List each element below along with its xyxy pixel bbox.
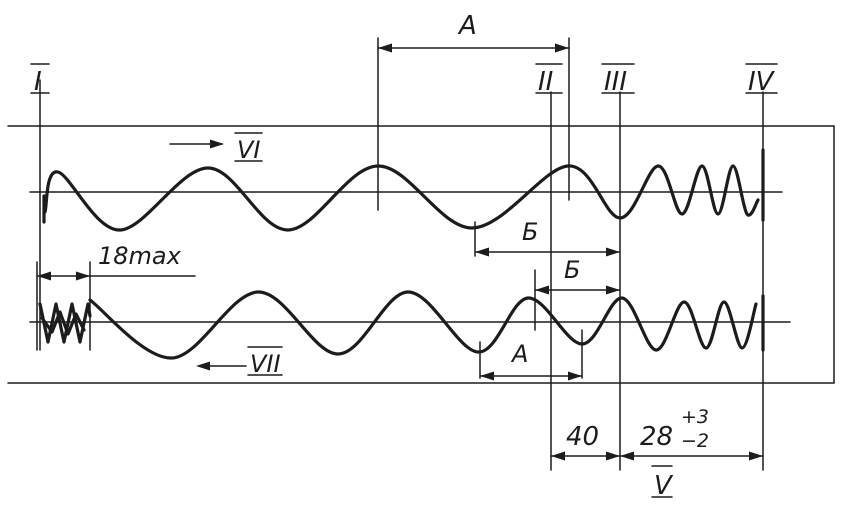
dim-a-top-arrow-left: [378, 43, 392, 53]
marker-6-label: VI: [237, 136, 261, 164]
dim-forty-arrow-right: [606, 451, 620, 461]
dim-b-bottom-arrow-left: [535, 285, 549, 295]
dim-max-label: 18max: [98, 242, 182, 270]
dim-max-arrow-right: [76, 271, 90, 281]
dim-forty-arrow-left: [551, 451, 565, 461]
direction-arrow-right-head: [210, 139, 224, 149]
direction-arrows: [169, 139, 247, 371]
dim-b-top-label: Б: [522, 218, 538, 246]
dim-tol-lower: −2: [681, 430, 709, 452]
lower-weld-wave: [88, 290, 758, 360]
marker-1-label: I: [34, 67, 42, 97]
marker-4-label: IV: [748, 67, 776, 97]
dimension-lines: [36, 43, 764, 461]
dim-a-top-label: А: [457, 11, 477, 41]
dim-a-bottom-label: А: [510, 340, 528, 368]
dim-tol-arrow-left: [620, 451, 634, 461]
marker-5-label: V: [654, 471, 674, 501]
dim-tol-base: 28: [640, 422, 673, 452]
dim-b-top-arrow-right: [606, 247, 620, 257]
dim-forty-label: 40: [566, 422, 599, 452]
upper-weld-wave: [43, 164, 760, 232]
dim-b-bottom-arrow-right: [606, 285, 620, 295]
dim-max-arrow-left: [37, 271, 51, 281]
marker-3-label: III: [604, 67, 627, 97]
dim-tol-upper: +3: [681, 406, 709, 428]
dim-a-top-arrow-right: [555, 43, 569, 53]
dim-tol-arrow-right: [749, 451, 763, 461]
dim-a-bottom-arrow-right: [568, 371, 582, 381]
marker-2-label: II: [538, 67, 553, 97]
dim-b-bottom-label: Б: [564, 256, 580, 284]
dim-b-top-arrow-left: [475, 247, 489, 257]
dim-a-bottom-arrow-left: [480, 371, 494, 381]
marker-7-label: VII: [250, 350, 281, 378]
start-zigzag: [38, 302, 92, 344]
start-zigzag-inner: [40, 310, 86, 336]
direction-arrow-left-head: [196, 361, 210, 371]
